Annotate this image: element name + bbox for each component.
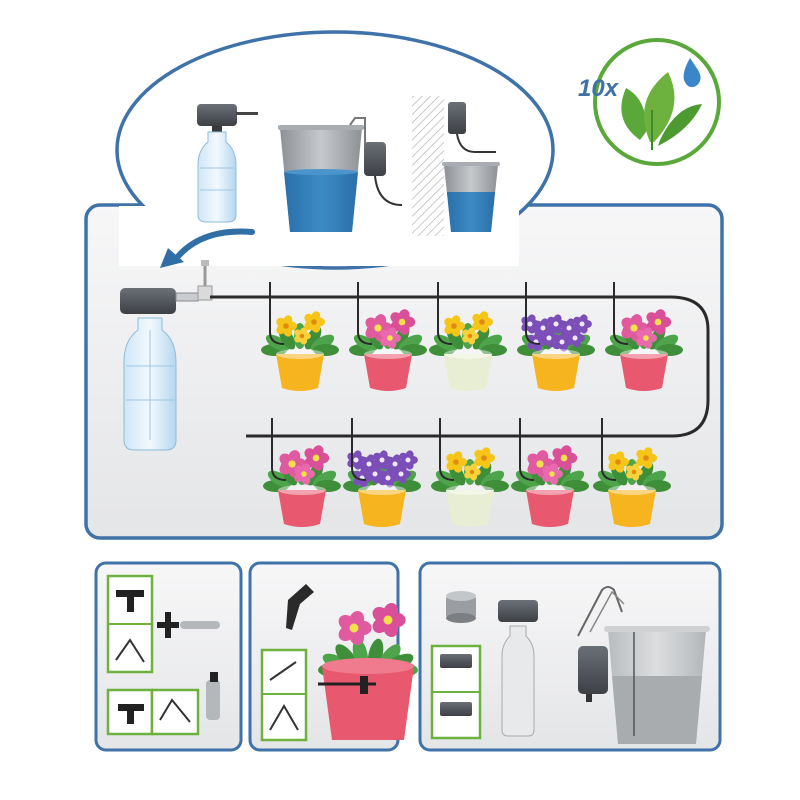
purple-campanula-plant (517, 282, 595, 391)
water-bucket-icon (604, 626, 710, 744)
water-bucket-icon (442, 162, 500, 232)
pink-primula-plant (511, 418, 589, 527)
pump-icon (498, 600, 538, 622)
pink-primula-plant (263, 418, 341, 527)
yellow-rose-plant (431, 418, 509, 527)
panel-dripper (248, 561, 418, 752)
pink-primula-plant (605, 282, 683, 391)
main-bottle (123, 317, 177, 451)
panel-mounting (418, 561, 722, 752)
option-bottle-pump (197, 104, 258, 223)
option-bucket-pump (278, 117, 403, 232)
adapter-icon (446, 591, 476, 623)
badge-multiplier: 10x (578, 75, 620, 102)
yellow-rose-plant (261, 282, 339, 391)
plants-top-row (261, 282, 683, 391)
pump-icon (578, 646, 608, 702)
main-pump (120, 260, 213, 314)
tube-connector-icon (116, 590, 144, 612)
tube-connector-icon (157, 612, 220, 720)
panel-connectors (94, 561, 243, 752)
tube-connector-icon (118, 704, 144, 724)
water-bottle-icon (197, 131, 237, 223)
water-bucket-icon (278, 125, 364, 232)
plants-bottom-row (263, 418, 671, 527)
curved-arrow-icon (172, 228, 255, 263)
efficiency-badge: 10x (578, 38, 721, 166)
dripper-stake-icon (286, 584, 314, 630)
wall (412, 96, 444, 236)
leaf-water-drop-icon (621, 58, 702, 150)
pump-icon (364, 142, 386, 176)
pump-icon (197, 104, 258, 132)
bucket-hook-icon (577, 586, 625, 637)
yellow-rose-plant (593, 418, 671, 527)
purple-campanula-plant (343, 418, 421, 527)
pink-primula-plant (349, 282, 427, 391)
yellow-rose-plant (429, 282, 507, 391)
main-tubing (210, 295, 710, 438)
pump-icon (448, 102, 466, 134)
option-wall-mount (412, 96, 500, 236)
water-bottle-icon (501, 625, 535, 737)
